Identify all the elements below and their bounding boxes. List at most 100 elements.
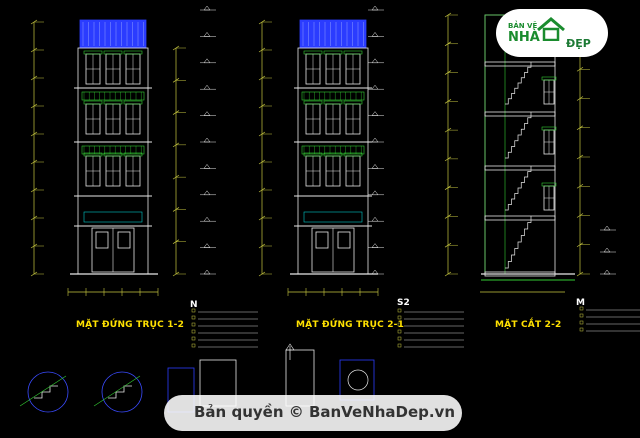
elevation-2-door-panel bbox=[315, 231, 329, 249]
section-slab bbox=[484, 215, 556, 221]
elevation-2-window-lintel bbox=[303, 100, 323, 105]
elevation-2-canopy bbox=[303, 211, 363, 223]
house-icon bbox=[537, 17, 565, 41]
legend-s2-bullet bbox=[397, 315, 402, 320]
detail-frame bbox=[339, 359, 375, 401]
detail-hatch bbox=[93, 375, 141, 407]
elevation-1-level-arrow bbox=[203, 137, 211, 143]
elevation-2-level-arrow bbox=[371, 216, 379, 222]
section-stair bbox=[505, 166, 532, 211]
detail-bubble bbox=[101, 371, 143, 413]
elevation-1-window-lintel bbox=[83, 50, 103, 55]
elevation-2-door-panel bbox=[337, 231, 351, 249]
elevation-2-window-lintel bbox=[323, 152, 343, 157]
elevation-1-window-lintel bbox=[103, 50, 123, 55]
elevation-1-level-arrow bbox=[203, 111, 211, 116]
section-level-arrow bbox=[603, 247, 611, 253]
watermark-text: Bản quyền © BanVeNhaDep.vn bbox=[194, 403, 456, 421]
legend-s2-bullet bbox=[397, 336, 402, 341]
elevation-2-level-arrow bbox=[371, 243, 379, 248]
elevation-2-window-lintel bbox=[323, 100, 343, 105]
legend-s2-bullet bbox=[397, 343, 402, 348]
elevation-2-level-arrow bbox=[371, 111, 379, 116]
legend-m-bullet bbox=[579, 306, 584, 311]
section-stair bbox=[505, 216, 532, 269]
section-slab bbox=[484, 165, 556, 171]
elevation-1-window-lintel bbox=[83, 100, 103, 105]
elevation-2-title: MẶT ĐỨNG TRỤC 2-1 bbox=[296, 320, 405, 330]
elevation-2-window-lintel bbox=[343, 152, 363, 157]
elevation-1-title: MẶT ĐỨNG TRỤC 1-2 bbox=[76, 320, 185, 330]
legend-label-s2: S2 bbox=[397, 298, 410, 308]
elevation-1-level-arrow bbox=[203, 58, 211, 64]
elevation-1-window-lintel bbox=[83, 152, 103, 157]
elevation-1-window-lintel bbox=[103, 152, 123, 157]
section-slab bbox=[484, 61, 556, 67]
elevation-1-door-panel bbox=[95, 231, 109, 249]
legend-s2-bullet bbox=[397, 329, 402, 334]
legend-n-bullet bbox=[191, 329, 196, 334]
section-title: MẶT CẮT 2-2 bbox=[495, 320, 562, 330]
elevation-2-level-arrow bbox=[371, 5, 379, 11]
elevation-2-window-lintel bbox=[303, 50, 323, 55]
elevation-1-window-lintel bbox=[123, 152, 143, 157]
section-level-arrow bbox=[603, 225, 611, 231]
elevation-2-window-lintel bbox=[323, 50, 343, 55]
elevation-2-level-arrow bbox=[371, 58, 379, 64]
detail-arrow bbox=[285, 343, 295, 351]
legend-n-bullet bbox=[191, 343, 196, 348]
elevation-1-window-lintel bbox=[123, 100, 143, 105]
elevation-2-level-arrow bbox=[371, 269, 379, 275]
elevation-1-level-arrow bbox=[203, 269, 211, 275]
legend-m-bullet bbox=[579, 320, 584, 325]
elevation-1-level-arrow bbox=[203, 163, 211, 169]
detail-circle bbox=[347, 369, 369, 391]
section-stair bbox=[505, 62, 532, 105]
elevation-2-window-lintel bbox=[343, 50, 363, 55]
legend-s2-bullet bbox=[397, 322, 402, 327]
detail-bubble bbox=[27, 371, 69, 413]
legend-label-m: M bbox=[576, 298, 585, 308]
elevation-1-level-arrow bbox=[203, 216, 211, 222]
logo-dep-text: ĐẸP bbox=[566, 37, 591, 50]
section-level-arrow bbox=[603, 269, 611, 275]
elevation-1-window-lintel bbox=[123, 50, 143, 55]
elevation-2-window-lintel bbox=[303, 152, 323, 157]
elevation-1-level-arrow bbox=[203, 84, 211, 90]
elevation-1-window-lintel bbox=[103, 100, 123, 105]
logo-main-text: NHÀ bbox=[508, 30, 540, 45]
elevation-1-level-arrow bbox=[203, 190, 211, 196]
elevation-1-balcony bbox=[81, 145, 145, 155]
elevation-1-roof bbox=[79, 19, 147, 49]
elevation-2-level-arrow bbox=[371, 84, 379, 90]
section-stair bbox=[505, 112, 532, 159]
legend-n-bullet bbox=[191, 322, 196, 327]
elevation-2-level-arrow bbox=[371, 31, 379, 37]
detail-stair bbox=[34, 385, 58, 399]
elevation-2-balcony bbox=[301, 145, 365, 155]
legend-m-bullet bbox=[579, 313, 584, 318]
elevation-1-level-arrow bbox=[203, 243, 211, 248]
legend-n-bullet bbox=[191, 308, 196, 313]
copyright-watermark: Bản quyền © BanVeNhaDep.vn bbox=[164, 395, 462, 431]
legend-n-bullet bbox=[191, 336, 196, 341]
site-logo: BẢN VẼ NHÀ ĐẸP bbox=[496, 9, 608, 57]
legend-m-bullet bbox=[579, 327, 584, 332]
elevation-1-level-arrow bbox=[203, 31, 211, 37]
legend-n-bullet bbox=[191, 315, 196, 320]
elevation-1-canopy bbox=[83, 211, 143, 223]
section-window-lintel bbox=[541, 182, 557, 187]
detail-stair bbox=[108, 385, 132, 399]
section-window-lintel bbox=[541, 126, 557, 131]
elevation-2-level-arrow bbox=[371, 137, 379, 143]
elevation-1-level-arrow bbox=[203, 5, 211, 11]
legend-s2-bullet bbox=[397, 308, 402, 313]
elevation-2-roof bbox=[299, 19, 367, 49]
detail-hatch bbox=[19, 375, 67, 407]
elevation-2-balcony bbox=[301, 91, 365, 101]
elevation-2-level-arrow bbox=[371, 190, 379, 196]
logo-top-text: BẢN VẼ bbox=[508, 22, 538, 30]
section-window-lintel bbox=[541, 76, 557, 81]
section-slab bbox=[484, 111, 556, 117]
